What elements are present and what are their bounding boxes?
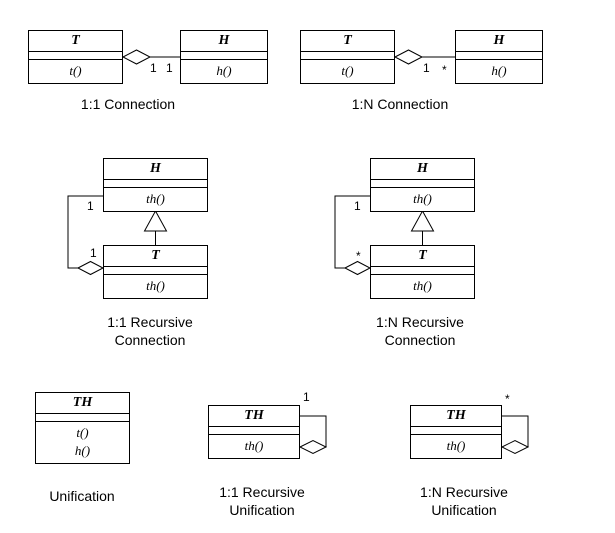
conn11-aggregation-diamond-icon	[121, 49, 152, 65]
class-attributes-compartment	[371, 267, 474, 275]
class-name: H	[456, 31, 542, 52]
class-attributes-compartment	[104, 180, 207, 188]
method-label: h()	[74, 443, 91, 458]
conn1n-multiplicity-target-end: *	[442, 63, 447, 77]
class-name: T	[371, 246, 474, 267]
class-attributes-compartment	[456, 52, 542, 60]
method-label: t()	[76, 425, 89, 440]
class-methods-compartment: th()	[209, 435, 299, 458]
unif-class-TH: TH t() h()	[35, 392, 130, 464]
recunif1n-class-TH: TH th()	[410, 405, 502, 459]
conn11-caption: 1:1 Connection	[80, 96, 176, 112]
recunif11-caption: 1:1 Recursive Unification	[182, 483, 342, 519]
rec1n-multiplicity-diamond-end: *	[356, 249, 361, 263]
caption-line: 1:1 Recursive	[107, 314, 193, 330]
caption-line: Connection	[384, 332, 456, 348]
rec1n-caption: 1:N Recursive Connection	[340, 313, 500, 349]
rec1n-aggregation-line	[334, 195, 370, 269]
class-methods-compartment: t() h()	[36, 422, 129, 463]
recunif1n-aggregation-diamond-icon	[500, 439, 530, 455]
conn1n-aggregation-diamond-icon	[393, 49, 424, 65]
rec11-caption: 1:1 Recursive Connection	[70, 313, 230, 349]
method-label: t()	[341, 63, 354, 78]
class-name: TH	[36, 393, 129, 414]
class-attributes-compartment	[29, 52, 122, 60]
recunif1n-caption: 1:N Recursive Unification	[384, 483, 544, 519]
rec11-inheritance-triangle-icon	[143, 209, 168, 232]
caption-line: Unification	[229, 502, 295, 518]
recunif11-class-TH: TH th()	[208, 405, 300, 459]
method-label: th()	[413, 191, 432, 206]
recunif11-aggregation-diamond-icon	[298, 439, 328, 455]
rec11-aggregation-diamond-icon	[76, 260, 105, 276]
method-label: h()	[216, 63, 232, 78]
class-methods-compartment: t()	[301, 60, 394, 83]
class-methods-compartment: h()	[181, 60, 267, 83]
conn11-multiplicity-diamond-end: 1	[150, 61, 157, 75]
class-name: TH	[209, 406, 299, 427]
class-attributes-compartment	[104, 267, 207, 275]
method-label: th()	[146, 191, 165, 206]
rec1n-inheritance-triangle-icon	[410, 209, 435, 232]
conn11-class-H: H h()	[180, 30, 268, 84]
caption-line: Connection	[114, 332, 186, 348]
class-name: H	[104, 159, 207, 180]
recunif1n-self-association-line	[502, 415, 529, 447]
rec1n-class-T: T th()	[370, 245, 475, 299]
recunif11-multiplicity: 1	[303, 390, 310, 404]
class-name: T	[104, 246, 207, 267]
class-name: T	[301, 31, 394, 52]
caption-line: Unification	[431, 502, 497, 518]
class-name: TH	[411, 406, 501, 427]
method-label: th()	[413, 278, 432, 293]
class-attributes-compartment	[36, 414, 129, 422]
class-methods-compartment: h()	[456, 60, 542, 83]
caption-line: 1:1 Recursive	[219, 484, 305, 500]
class-methods-compartment: th()	[411, 435, 501, 458]
caption-line: 1:N Recursive	[376, 314, 464, 330]
class-methods-compartment: th()	[104, 188, 207, 211]
method-label: th()	[244, 438, 264, 453]
conn1n-class-T: T t()	[300, 30, 395, 84]
method-label: h()	[491, 63, 507, 78]
conn1n-caption: 1:N Connection	[351, 96, 449, 112]
class-attributes-compartment	[411, 427, 501, 435]
method-label: t()	[69, 63, 82, 78]
conn11-class-T: T t()	[28, 30, 123, 84]
class-methods-compartment: th()	[371, 275, 474, 298]
caption-line: 1:N Recursive	[420, 484, 508, 500]
rec11-multiplicity-diamond-end: 1	[90, 246, 97, 260]
rec1n-class-H: H th()	[370, 158, 475, 212]
method-label: th()	[146, 278, 165, 293]
conn1n-multiplicity-diamond-end: 1	[423, 61, 430, 75]
rec11-aggregation-line	[67, 195, 103, 269]
method-label: th()	[446, 438, 466, 453]
conn11-multiplicity-target-end: 1	[166, 61, 173, 75]
unif-caption: Unification	[49, 488, 115, 504]
class-methods-compartment: th()	[371, 188, 474, 211]
class-attributes-compartment	[371, 180, 474, 188]
class-methods-compartment: th()	[104, 275, 207, 298]
recunif11-self-association-line	[300, 415, 327, 447]
recunif11-connector	[298, 415, 328, 455]
rec11-class-H: H th()	[103, 158, 208, 212]
recunif1n-connector	[500, 415, 530, 455]
conn1n-class-H: H h()	[455, 30, 543, 84]
class-attributes-compartment	[301, 52, 394, 60]
class-attributes-compartment	[181, 52, 267, 60]
class-name: T	[29, 31, 122, 52]
class-methods-compartment: t()	[29, 60, 122, 83]
recunif1n-multiplicity: *	[505, 392, 510, 406]
class-name: H	[181, 31, 267, 52]
class-attributes-compartment	[209, 427, 299, 435]
rec1n-multiplicity-target-end: 1	[354, 199, 361, 213]
rec11-class-T: T th()	[103, 245, 208, 299]
rec1n-aggregation-diamond-icon	[343, 260, 372, 276]
rec11-multiplicity-target-end: 1	[87, 199, 94, 213]
class-name: H	[371, 159, 474, 180]
